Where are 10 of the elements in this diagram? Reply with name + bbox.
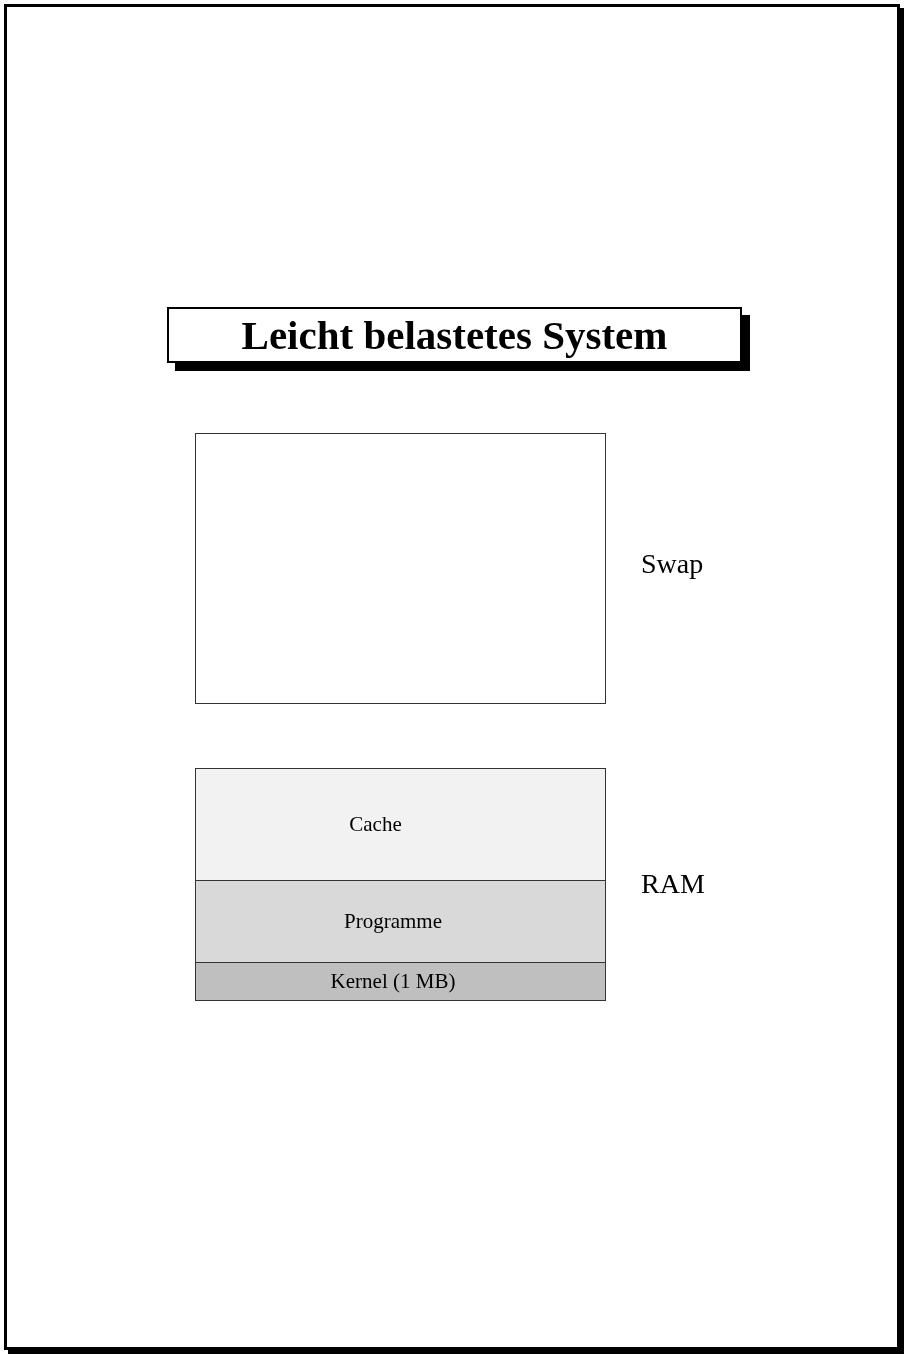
memory-box xyxy=(195,433,606,704)
memory-segment xyxy=(196,769,605,880)
memory-label: RAM xyxy=(641,868,705,900)
segment-label: Programme xyxy=(344,909,442,934)
memory-segment xyxy=(196,879,605,963)
memory-stack xyxy=(195,768,606,1001)
memory-label: Swap xyxy=(641,548,704,580)
segment-label: Kernel (1 MB) xyxy=(330,969,456,995)
memory-segment xyxy=(196,962,605,1000)
segment-label: Cache xyxy=(349,811,402,837)
